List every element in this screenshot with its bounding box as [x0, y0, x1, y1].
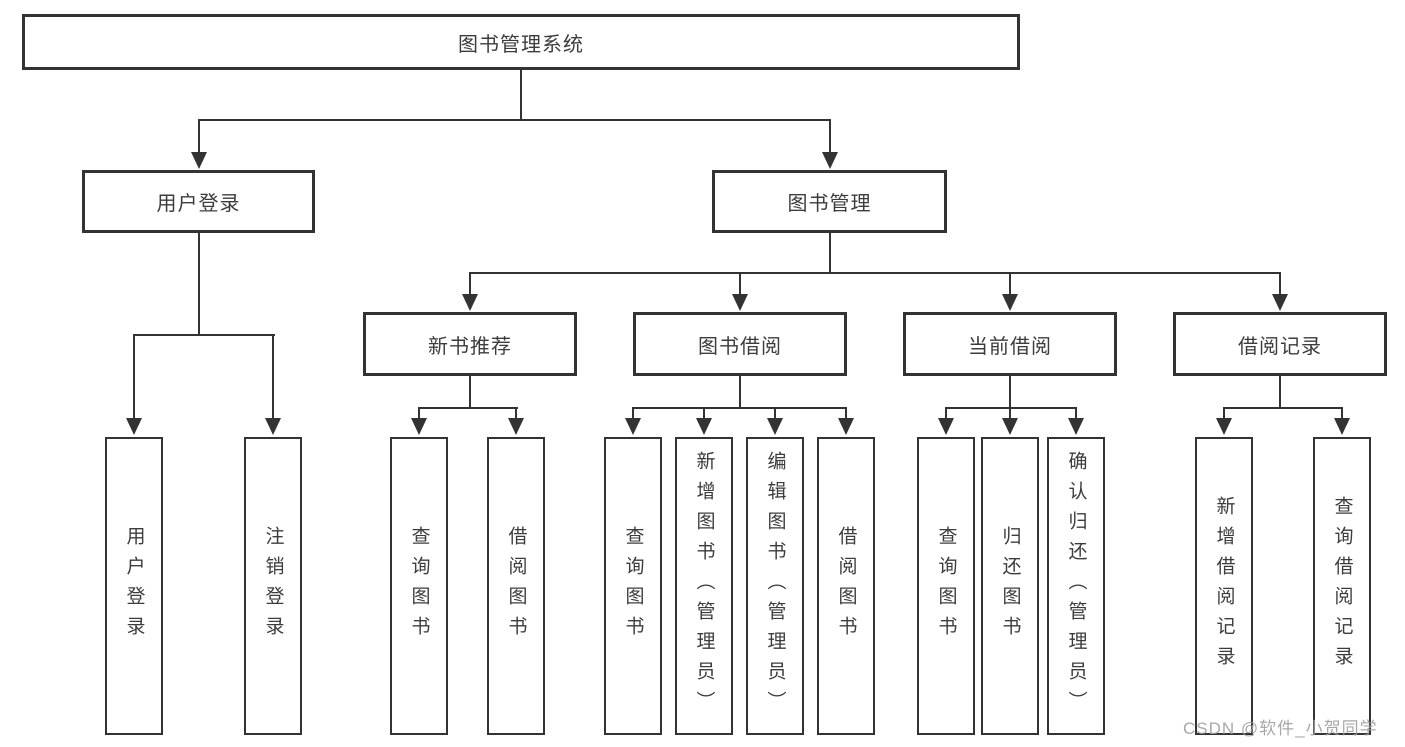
connector [133, 334, 135, 419]
connector [829, 232, 831, 273]
connector [1223, 407, 1225, 420]
connector-arrowhead [1002, 294, 1018, 311]
leaf-add-books-admin: 新增图书（管理员） [675, 437, 733, 735]
connector-arrowhead [625, 418, 641, 435]
leaf-query-books-current: 查询图书 [917, 437, 975, 735]
connector [739, 376, 741, 408]
node-user-login: 用户登录 [82, 170, 315, 233]
connector [1279, 272, 1281, 295]
connector [418, 407, 518, 409]
connector [774, 407, 776, 420]
connector [632, 407, 847, 409]
node-current-borrowing-label: 当前借阅 [968, 335, 1052, 358]
node-root-label: 图书管理系统 [458, 33, 584, 56]
leaf-borrow-books-recommend-label: 借阅图书 [505, 526, 527, 646]
leaf-user-login: 用户登录 [105, 437, 163, 735]
connector-arrowhead [1334, 418, 1350, 435]
node-book-borrowing: 图书借阅 [633, 312, 847, 376]
node-book-management: 图书管理 [712, 170, 947, 233]
connector-arrowhead [1272, 294, 1288, 311]
leaf-return-books-label: 归还图书 [999, 526, 1021, 646]
connector-arrowhead [411, 418, 427, 435]
connector [945, 407, 1077, 409]
node-root: 图书管理系统 [22, 14, 1020, 70]
leaf-return-books: 归还图书 [981, 437, 1039, 735]
connector [272, 334, 274, 419]
connector [418, 407, 420, 420]
leaf-add-books-admin-label: 新增图书（管理员） [693, 451, 715, 721]
csdn-watermark: CSDN @软件_小贺同学 [1183, 719, 1378, 738]
leaf-query-borrow-record: 查询借阅记录 [1313, 437, 1371, 735]
connector-arrowhead [1002, 418, 1018, 435]
leaf-logout-label: 注销登录 [262, 526, 284, 646]
connector-arrowhead [1068, 418, 1084, 435]
connector [520, 70, 522, 121]
leaf-confirm-return-admin: 确认归还（管理员） [1047, 437, 1105, 735]
connector [1279, 376, 1281, 408]
connector-arrowhead [462, 294, 478, 311]
node-user-login-label: 用户登录 [156, 193, 241, 215]
connector-arrowhead [265, 418, 281, 435]
connector-arrowhead [1216, 418, 1232, 435]
leaf-confirm-return-admin-label: 确认归还（管理员） [1065, 451, 1087, 721]
connector-arrowhead [938, 418, 954, 435]
connector-arrowhead [732, 294, 748, 311]
node-new-book-recommend: 新书推荐 [363, 312, 577, 376]
leaf-query-books-recommend-label: 查询图书 [408, 526, 430, 646]
leaf-add-borrow-record: 新增借阅记录 [1195, 437, 1253, 735]
connector [469, 272, 1281, 274]
connector-arrowhead [508, 418, 524, 435]
connector-arrowhead [126, 418, 142, 435]
connector [515, 407, 517, 420]
connector [198, 119, 200, 153]
connector-arrowhead [191, 152, 207, 169]
connector [703, 407, 705, 420]
connector [1341, 407, 1343, 420]
node-book-management-label: 图书管理 [787, 193, 872, 215]
connector-arrowhead [822, 152, 838, 169]
connector [1009, 272, 1011, 295]
leaf-query-books-current-label: 查询图书 [935, 526, 957, 646]
connector [829, 119, 831, 153]
leaf-edit-books-admin: 编辑图书（管理员） [746, 437, 804, 735]
connector-arrowhead [696, 418, 712, 435]
connector [133, 334, 275, 336]
connector [198, 232, 200, 336]
connector [1075, 407, 1077, 420]
node-borrowing-records: 借阅记录 [1173, 312, 1387, 376]
node-borrowing-records-label: 借阅记录 [1238, 335, 1322, 358]
node-new-book-recommend-label: 新书推荐 [428, 335, 512, 358]
leaf-borrow-books: 借阅图书 [817, 437, 875, 735]
connector [469, 272, 471, 295]
leaf-add-borrow-record-label: 新增借阅记录 [1213, 496, 1235, 676]
connector [198, 119, 831, 121]
leaf-user-login-label: 用户登录 [123, 526, 145, 646]
connector-arrowhead [767, 418, 783, 435]
leaf-borrow-books-label: 借阅图书 [835, 526, 857, 646]
connector [469, 376, 471, 408]
node-book-borrowing-label: 图书借阅 [698, 335, 782, 358]
leaf-query-books-borrowing: 查询图书 [604, 437, 662, 735]
leaf-edit-books-admin-label: 编辑图书（管理员） [764, 451, 786, 721]
node-current-borrowing: 当前借阅 [903, 312, 1117, 376]
connector [945, 407, 947, 420]
connector [1009, 376, 1011, 408]
connector-arrowhead [838, 418, 854, 435]
leaf-borrow-books-recommend: 借阅图书 [487, 437, 545, 735]
leaf-logout: 注销登录 [244, 437, 302, 735]
leaf-query-books-borrowing-label: 查询图书 [622, 526, 644, 646]
leaf-query-books-recommend: 查询图书 [390, 437, 448, 735]
connector [845, 407, 847, 420]
connector [739, 272, 741, 295]
connector [632, 407, 634, 420]
connector [1223, 407, 1343, 409]
connector [1009, 407, 1011, 420]
leaf-query-borrow-record-label: 查询借阅记录 [1331, 496, 1353, 676]
